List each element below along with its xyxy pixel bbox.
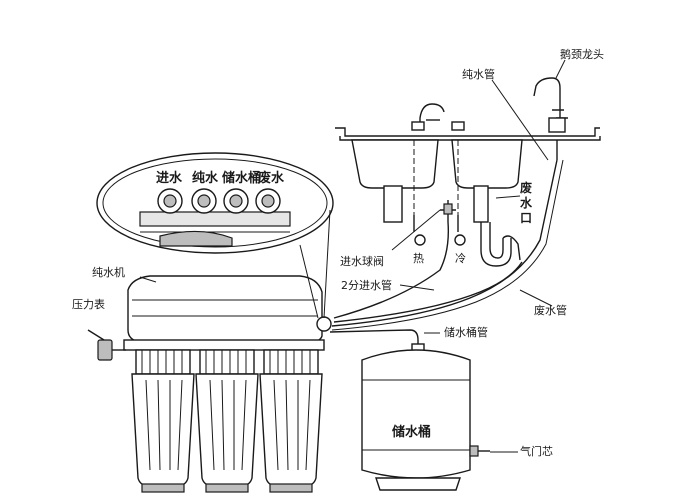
label-gooseneck-faucet: 鹅颈龙头	[560, 47, 604, 61]
label-pure-water-pipe: 纯水管	[462, 67, 495, 81]
label-tank-pipe: 储水桶管	[444, 325, 488, 339]
filter-housing-2	[195, 349, 259, 493]
storage-tank	[361, 343, 490, 491]
label-purifier: 纯水机	[92, 265, 125, 279]
purifier-unit	[87, 275, 332, 493]
label-hot: 热	[413, 252, 424, 265]
label-inlet-pipe: 2分进水管	[341, 278, 392, 292]
label-waste-outlet-3: 口	[520, 211, 532, 225]
label-waste-pipe: 废水管	[534, 303, 567, 317]
label-pressure-gauge: 压力表	[72, 297, 105, 311]
filter-housing-3	[259, 349, 323, 493]
pipes	[329, 159, 564, 350]
label-inset-waste: 废水	[258, 170, 285, 186]
label-inset-inlet: 进水	[156, 170, 183, 186]
label-inset-tank: 储水桶	[221, 170, 261, 186]
label-inset-pure: 纯水	[192, 170, 219, 186]
fitting-detail-inset	[96, 152, 334, 319]
label-waste-outlet-2: 水	[520, 195, 533, 210]
label-air-valve: 气门芯	[520, 444, 553, 458]
leader-lines	[139, 59, 566, 453]
label-tank: 储水桶	[391, 424, 431, 440]
label-waste-outlet-1: 废	[520, 180, 532, 195]
sink-counter	[335, 103, 601, 267]
label-cold: 冷	[455, 252, 466, 265]
label-inlet-ball-valve: 进水球阀	[340, 254, 384, 268]
gooseneck-faucet	[533, 77, 568, 160]
filter-housing-1	[131, 349, 195, 493]
angle-valves	[413, 200, 466, 246]
